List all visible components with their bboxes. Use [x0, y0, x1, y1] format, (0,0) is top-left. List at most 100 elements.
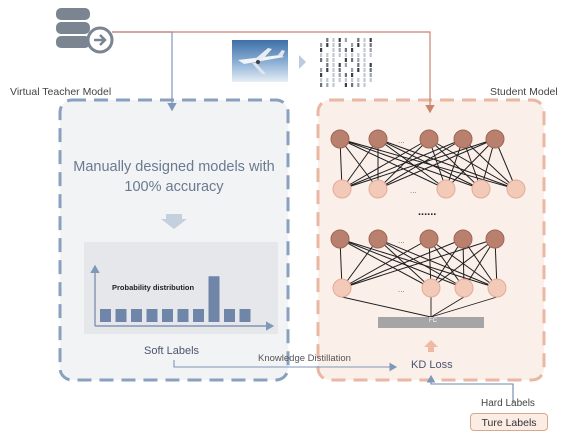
pixel-cell: [357, 38, 360, 42]
network-node: [485, 229, 505, 249]
network-edge: [377, 238, 432, 289]
pixel-cell: [332, 83, 335, 87]
teacher-model-title: Virtual Teacher Model: [10, 86, 112, 98]
pixel-cell: [332, 78, 335, 82]
pixel-cell: [332, 38, 335, 42]
pixel-cell: [369, 63, 372, 67]
probability-bar: [115, 309, 127, 322]
pixel-cell: [351, 43, 354, 47]
probability-bars: [100, 276, 251, 322]
network-node: [453, 129, 473, 149]
network-edge: [341, 138, 496, 190]
pixel-cell: [357, 78, 360, 82]
pixel-cell: [357, 63, 360, 67]
pixel-cell: [357, 43, 360, 47]
pixel-cell: [369, 73, 372, 77]
pixel-cell: [332, 58, 335, 62]
network-node: [368, 179, 388, 199]
network-edge: [339, 138, 447, 190]
network-node: [506, 179, 526, 199]
pixel-cell: [344, 58, 347, 62]
network-node: [419, 129, 439, 149]
probability-bar: [146, 309, 158, 322]
pixel-cell: [332, 43, 335, 47]
network-edge: [430, 238, 496, 289]
network-edge: [377, 138, 447, 190]
airplane-image-icon: [232, 40, 288, 82]
pixel-cell: [363, 63, 366, 67]
network-node: [368, 129, 388, 149]
pixel-cell: [320, 73, 323, 77]
network-node: [332, 278, 352, 298]
probability-bar: [193, 309, 204, 322]
pixel-cell: [363, 58, 366, 62]
probability-bar: [162, 309, 173, 322]
student-network: ..................: [330, 129, 526, 318]
pixel-cell: [332, 68, 335, 72]
network-node: [454, 278, 474, 298]
network-edge: [341, 138, 464, 190]
pixel-cell: [320, 58, 323, 62]
network-node: [471, 179, 491, 199]
pixel-cell: [363, 43, 366, 47]
pixel-cell: [326, 38, 329, 42]
probability-bar: [224, 309, 235, 322]
pixel-cell: [320, 68, 323, 72]
network-edge: [339, 138, 482, 190]
pixel-cell: [332, 48, 335, 52]
network-edge: [430, 296, 498, 318]
pixel-cell: [332, 73, 335, 77]
network-edge: [463, 238, 496, 289]
pixel-cell: [351, 73, 354, 77]
network-edge: [377, 238, 465, 289]
pixel-cell: [363, 78, 366, 82]
teacher-panel: [58, 98, 290, 382]
network-edge: [339, 138, 379, 190]
pixel-cell: [320, 43, 323, 47]
network-edge: [377, 138, 517, 190]
knowledge-distillation-label: Knowledge Distillation: [258, 353, 351, 364]
pixel-cell: [320, 53, 323, 57]
pixel-cell: [351, 58, 354, 62]
pixel-cell: [363, 53, 366, 57]
pixel-cell: [363, 48, 366, 52]
pixel-cell: [363, 73, 366, 77]
network-node: [436, 179, 456, 199]
database-export-icon: [56, 8, 114, 54]
pixel-cell: [326, 53, 329, 57]
pixel-cell: [338, 43, 341, 47]
network-edge: [341, 296, 432, 318]
kd-loss-label: KD Loss: [411, 359, 453, 371]
network-node: [330, 229, 350, 249]
pixel-cell: [320, 83, 323, 87]
pixel-cell: [363, 68, 366, 72]
network-edge: [430, 238, 464, 289]
network-edge: [377, 138, 482, 190]
ellipsis-dots: ...: [398, 236, 405, 245]
student-model-title: Student Model: [490, 86, 558, 98]
loss-up-arrow-icon: [424, 340, 438, 352]
probability-chart-title: Probability distribution: [112, 283, 195, 292]
layer-ellipsis: ......: [418, 206, 436, 218]
network-node: [368, 229, 388, 249]
pixel-cell: [363, 38, 366, 42]
image-to-pixels-arrow: [299, 55, 306, 69]
pixel-cell: [326, 68, 329, 72]
network-edge: [341, 238, 496, 289]
pixel-cell: [338, 48, 341, 52]
data-to-student-arrow: [112, 31, 435, 114]
pixel-cell: [344, 83, 347, 87]
pixel-cell: [326, 63, 329, 67]
pixel-cell: [369, 38, 372, 42]
pixel-cell: [344, 53, 347, 57]
pixel-cell: [326, 83, 329, 87]
pixel-cell: [332, 53, 335, 57]
probability-bar: [100, 309, 111, 322]
network-edge: [377, 238, 498, 289]
pixel-cell: [351, 53, 354, 57]
fc-layer: [378, 317, 484, 328]
pixel-cell: [369, 43, 372, 47]
pixel-cell: [369, 78, 372, 82]
network-edge: [430, 296, 465, 318]
pixel-cell: [357, 83, 360, 87]
